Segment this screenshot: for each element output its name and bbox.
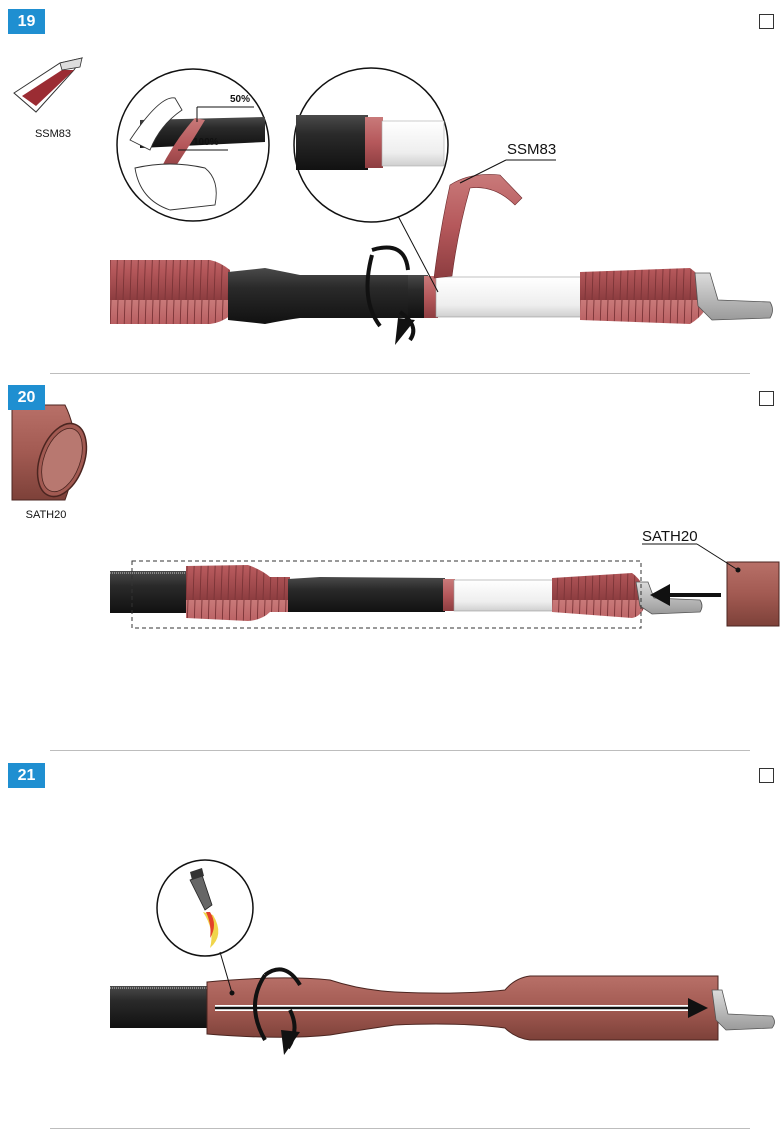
step-number-badge: 19 [8, 9, 45, 34]
callout-label: SATH20 [642, 528, 698, 545]
step-checkbox[interactable] [759, 768, 774, 783]
overlap-label-top: 50% [230, 94, 251, 105]
material-label: SSM83 [34, 128, 72, 140]
step-number-badge: 21 [8, 763, 45, 788]
section-divider [50, 1128, 750, 1129]
step-number-badge: 20 [8, 385, 45, 410]
detail-circle-torch [156, 859, 254, 996]
step-checkbox[interactable] [759, 14, 774, 29]
step20-cable [110, 543, 780, 629]
sath20-tube-icon [11, 404, 88, 501]
callout-label: SSM83 [507, 141, 557, 158]
step19-cable [110, 174, 773, 345]
section-divider [50, 750, 750, 751]
step-checkbox[interactable] [759, 391, 774, 406]
ssm83-tape-icon [13, 57, 84, 113]
overlap-label-bottom: 100% [193, 137, 219, 148]
section-divider [50, 373, 750, 374]
step21-cable [110, 967, 775, 1055]
detail-circle-wrapping [116, 68, 270, 222]
material-label: SATH20 [25, 509, 67, 521]
detail-circle-tape-edge [293, 67, 449, 223]
